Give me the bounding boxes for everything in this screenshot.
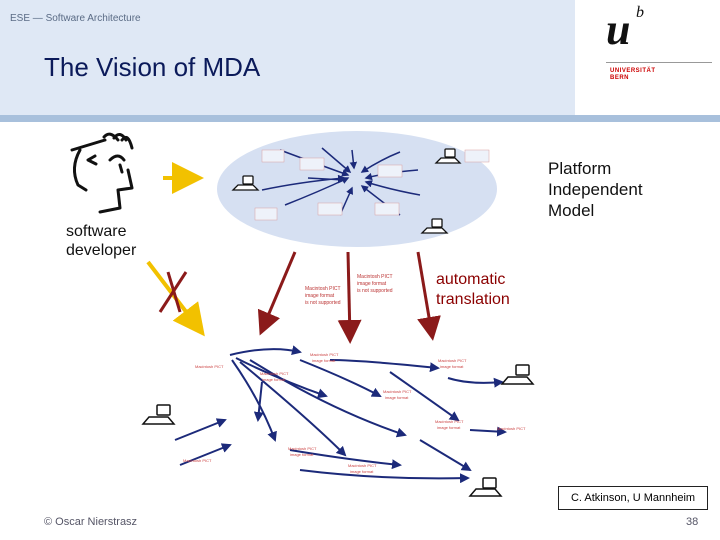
svg-text:is not supported: is not supported (357, 288, 393, 294)
svg-text:Macintosh PICT: Macintosh PICT (383, 389, 412, 394)
svg-text:image format: image format (357, 281, 387, 287)
svg-text:image format: image format (312, 358, 336, 363)
svg-text:image format: image format (350, 469, 374, 474)
header-band (0, 0, 575, 115)
university-logo: u (606, 5, 631, 54)
svg-text:is not supported: is not supported (305, 300, 341, 306)
svg-text:Macintosh PICT: Macintosh PICT (310, 352, 339, 357)
header-divider (0, 115, 720, 122)
pim-boxes (254, 149, 490, 221)
svg-text:Macintosh PICT: Macintosh PICT (305, 286, 341, 292)
svg-text:image format: image format (290, 452, 314, 457)
logo-divider (606, 62, 712, 63)
svg-text:Macintosh PICT: Macintosh PICT (497, 426, 526, 431)
svg-text:Macintosh PICT: Macintosh PICT (195, 364, 224, 369)
pim-ellipse (217, 131, 497, 247)
credit-box: C. Atkinson, U Mannheim (558, 486, 708, 510)
psm-network (174, 345, 507, 484)
translation-arrows (257, 251, 441, 344)
university-logo-superscript: b (636, 4, 644, 21)
automatic-translation-label: automatic translation (436, 271, 510, 308)
pim-label: Platform Independent Model (548, 159, 643, 220)
university-name: UNIVERSITÄT BERN (610, 68, 656, 81)
course-title: ESE — Software Architecture (10, 13, 141, 24)
svg-text:Macintosh PICT: Macintosh PICT (288, 446, 317, 451)
pict-placeholder: Macintosh PICT image format is not suppo… (305, 274, 393, 306)
logo-area (577, 0, 720, 115)
page-number: 38 (686, 516, 699, 528)
footer-author: © Oscar Nierstrasz (44, 516, 138, 528)
svg-text:Macintosh PICT: Macintosh PICT (435, 419, 464, 424)
developer-icon (70, 132, 134, 214)
svg-text:Macintosh PICT: Macintosh PICT (348, 463, 377, 468)
svg-text:Macintosh PICT: Macintosh PICT (357, 274, 393, 280)
pim-network (261, 147, 421, 216)
developer-label: software developer (66, 223, 137, 259)
svg-text:image format: image format (440, 364, 464, 369)
svg-text:Macintosh PICT: Macintosh PICT (183, 458, 212, 463)
slide-title: The Vision of MDA (44, 52, 261, 82)
svg-text:Macintosh PICT: Macintosh PICT (260, 371, 289, 376)
cross-mark (158, 271, 188, 313)
svg-text:Macintosh PICT: Macintosh PICT (438, 358, 467, 363)
svg-text:image format: image format (385, 395, 409, 400)
laptop-icon (231, 148, 462, 234)
laptop-icon (141, 364, 535, 497)
psm-labels: Macintosh PICT image format Macintosh PI… (183, 352, 526, 474)
svg-text:image format: image format (305, 293, 335, 299)
svg-text:image format: image format (437, 425, 461, 430)
svg-text:image format: image format (262, 377, 286, 382)
